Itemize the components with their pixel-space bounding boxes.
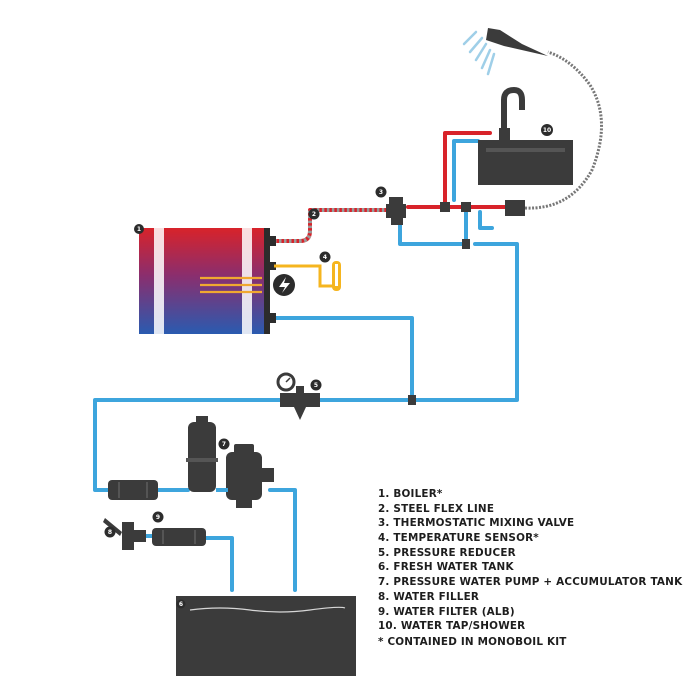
legend-item: 4. TEMPERATURE SENSOR* — [378, 532, 539, 545]
temperature-sensor — [274, 261, 341, 291]
water-filter-alb — [152, 528, 206, 546]
svg-text:8: 8 — [108, 529, 112, 536]
legend-item: 1. BOILER* — [378, 488, 443, 500]
legend-item: 8. WATER FILLER — [378, 590, 480, 603]
cold-water-pipes — [93, 139, 519, 592]
badge-1: 1 — [134, 224, 144, 234]
legend-item: 5. PRESSURE REDUCER — [378, 546, 516, 559]
badge-8: 8 — [104, 526, 116, 538]
water-tap-shower — [462, 28, 603, 216]
legend-item: 6. FRESH WATER TANK — [378, 561, 514, 574]
legend-item: 9. WATER FILTER (ALB) — [378, 605, 515, 618]
legend-item: 2. STEEL FLEX LINE — [378, 502, 495, 515]
shower-spray — [462, 30, 496, 76]
svg-text:9: 9 — [156, 514, 160, 521]
svg-text:7: 7 — [222, 441, 226, 448]
badge-7: 7 — [218, 438, 230, 450]
badge-6: 6 — [176, 599, 186, 609]
svg-text:1: 1 — [137, 226, 141, 233]
badge-5: 5 — [310, 379, 322, 391]
pipe-connectors — [408, 202, 471, 405]
svg-text:4: 4 — [323, 254, 327, 261]
badge-10: 10 — [541, 124, 553, 136]
thermostatic-mixing-valve — [386, 197, 406, 225]
legend-item: 3. THERMOSTATIC MIXING VALVE — [378, 517, 575, 530]
legend-note: * CONTAINED IN MONOBOIL KIT — [378, 636, 567, 648]
badge-9: 9 — [152, 511, 164, 523]
hot-water-pipes — [272, 131, 507, 243]
number-badges: 1 2 3 4 5 6 7 8 9 10 — [104, 124, 553, 609]
fresh-water-tank — [176, 596, 356, 676]
svg-text:6: 6 — [179, 601, 183, 608]
pump-accumulator — [186, 416, 274, 508]
badge-3: 3 — [375, 186, 387, 198]
boiler — [139, 228, 295, 334]
svg-text:10: 10 — [543, 127, 551, 134]
svg-text:2: 2 — [312, 211, 316, 218]
badge-2: 2 — [308, 208, 320, 220]
inline-water-filter — [108, 480, 158, 500]
legend-item: 7. PRESSURE WATER PUMP + ACCUMULATOR TAN… — [378, 576, 683, 589]
svg-text:5: 5 — [314, 382, 318, 389]
badge-4: 4 — [319, 251, 331, 263]
pressure-reducer — [276, 372, 320, 420]
steel-flex-line — [274, 208, 386, 243]
shower-head-icon — [486, 28, 548, 56]
svg-text:3: 3 — [379, 189, 383, 196]
water-filler — [103, 518, 152, 550]
legend-item: 10. WATER TAP/SHOWER — [378, 620, 526, 633]
legend-list: 1. BOILER* 2. STEEL FLEX LINE 3. THERMOS… — [378, 487, 682, 634]
